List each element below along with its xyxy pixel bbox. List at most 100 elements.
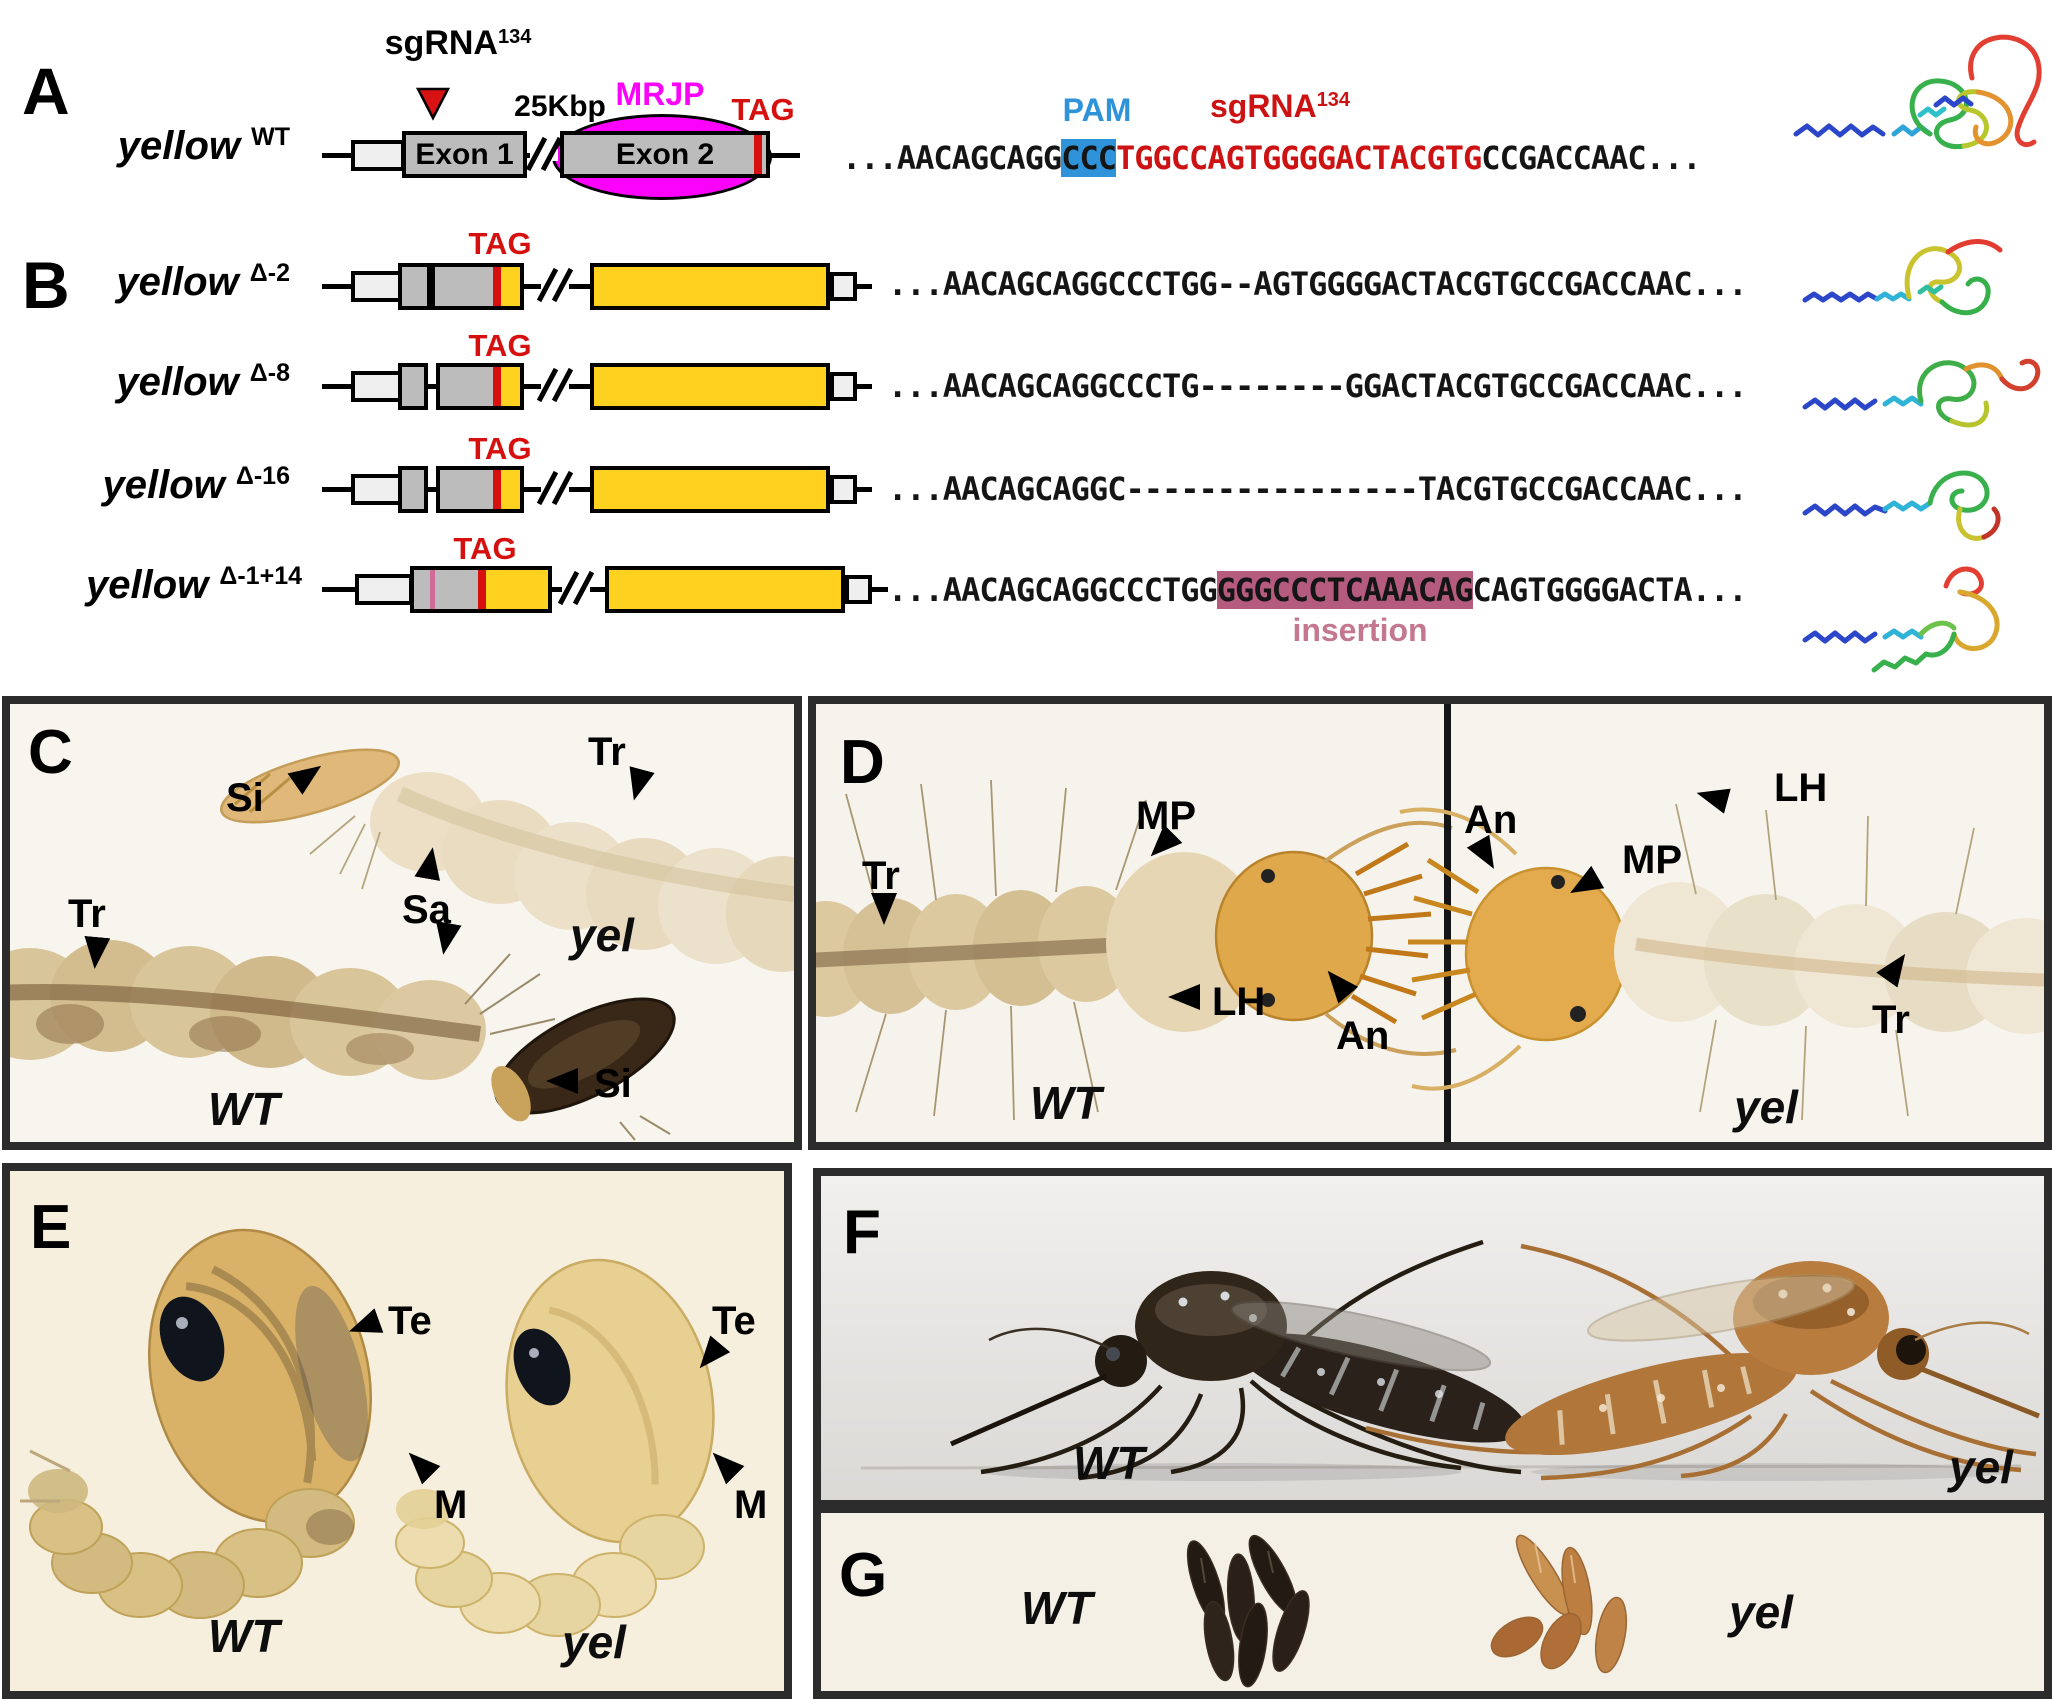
eggs-illustration <box>821 1513 2044 1691</box>
sequence-d2: ...AACAGCAGGCCCTGG--AGTGGGGACTACGTGCCGAC… <box>888 265 1747 303</box>
sequence-d16: ...AACAGCAGGC----------------TACGTGCCGAC… <box>888 470 1747 508</box>
label-si-upper: Si <box>226 776 264 820</box>
tag-label-d2: TAG <box>468 226 532 261</box>
sgrna-marker-sup: 134 <box>497 26 532 48</box>
exon1-box: Exon 1 <box>402 131 527 178</box>
panel-g-letter: G <box>839 1541 888 1610</box>
utr5-box-d2 <box>351 271 405 302</box>
larva-siphon-illustration <box>10 704 794 1142</box>
gene-label-wt-base: yellow <box>117 124 240 168</box>
intron-length-label: 25Kbp <box>514 90 606 123</box>
label-tr-lower: Tr <box>68 892 106 936</box>
panel-f-letter: F <box>843 1198 881 1267</box>
utr3-box-d16 <box>830 475 857 504</box>
sequence-d8: ...AACAGCAGGCCCTG--------GGACTACGTGCCGAC… <box>888 367 1747 405</box>
label-an-wt: An <box>1336 1014 1390 1058</box>
sgrna-marker-base: sgRNA <box>384 24 498 62</box>
tag-label-d8: TAG <box>468 328 532 363</box>
frameshift-yellow-tail <box>501 470 520 509</box>
sgrna-seq-label: sgRNA134 <box>1180 90 1380 122</box>
insertion-site-line <box>430 570 435 609</box>
protein-structure-wt <box>1793 34 2042 150</box>
label-mp-yel: MP <box>1622 838 1682 882</box>
gene-label-d8: yellow Δ-8 <box>30 359 290 404</box>
seq-segment-plain: ...AACAGCAGGCCCTG--------GGACTACGTGCCGAC… <box>888 367 1747 405</box>
frameshift-yellow-tail <box>486 570 548 609</box>
seq-segment-plain: ...AACAGCAGGCCCTGG <box>888 571 1218 609</box>
label-lh-wt: LH <box>1212 980 1266 1024</box>
panel-f-photo: F WT yel <box>813 1168 2052 1508</box>
sequence-wt: ...AACAGCAGGCCCTGGCCAGTGGGGACTACGTGCCGAC… <box>842 139 1701 177</box>
protein-structure-d1p14 <box>1802 566 2000 673</box>
tag-stop-stripe <box>754 135 762 174</box>
sequence-d1p14: ...AACAGCAGGCCCTGGGGGCCCTCAAACAGCAGTGGGG… <box>888 571 1748 609</box>
sgrna-seq-base: sgRNA <box>1209 88 1317 124</box>
gene-label-d8-sup: Δ-8 <box>249 359 290 387</box>
sgrna-marker-label: sgRNA134 <box>368 26 548 60</box>
larva-head-illustration <box>816 704 2044 1142</box>
seq-segment-plain: ...AACAGCAGG <box>842 139 1062 177</box>
gene-label-wt: yellow WT <box>30 124 290 168</box>
adult-mosquitoes-illustration <box>821 1176 2044 1500</box>
tag-stop-stripe <box>493 367 501 406</box>
seq-segment-plain: ...AACAGCAGGCCCTGG--AGTGGGGACTACGTGCCGAC… <box>888 265 1747 303</box>
panel-c-letter: C <box>28 718 73 787</box>
seq-segment-sgrna: TGGCCAGTGGGGACTACGTG <box>1115 139 1482 177</box>
seq-segment-plain: ...AACAGCAGGC----------------TACGTGCCGAC… <box>888 470 1747 508</box>
seq-segment-plain: CCGACCAAC... <box>1481 139 1701 177</box>
label-lh-yel: LH <box>1774 766 1828 810</box>
pupae-illustration <box>10 1171 784 1691</box>
gene-label-d1p14-sup: Δ-1+14 <box>219 562 302 590</box>
genotype-label-wt-d: WT <box>1030 1077 1102 1129</box>
genotype-label-wt-f: WT <box>1073 1437 1145 1489</box>
panel-e-letter: E <box>30 1193 72 1262</box>
label-si-lower: Si <box>594 1062 632 1106</box>
protein-structure-d2 <box>1802 239 2003 316</box>
gene-label-d2-sup: Δ-2 <box>249 259 290 287</box>
panel-g-photo: G WT yel <box>813 1505 2052 1699</box>
genotype-label-yel-c: yel <box>570 909 634 961</box>
utr5-box-d8 <box>351 371 405 402</box>
label-tr-wt: Tr <box>862 854 900 898</box>
tag-stop-stripe <box>493 267 501 306</box>
utr5-box-d16 <box>351 474 405 505</box>
utr3-box-d2 <box>830 272 857 301</box>
panel-e-photo: E Te M Te M WT yel <box>2 1163 792 1699</box>
genotype-label-wt-e: WT <box>208 1610 280 1662</box>
panel-d-photo: D Tr MP LH An WT An LH MP Tr yel <box>808 696 2052 1150</box>
exon1-right-box-d8 <box>436 363 524 410</box>
tag-label-wt: TAG <box>731 92 795 127</box>
gene-label-d8-base: yellow <box>116 360 239 404</box>
gene-label-d2-base: yellow <box>116 260 239 304</box>
seq-segment-insert: GGGCCCTCAAACAG <box>1216 571 1473 609</box>
genotype-label-yel-e: yel <box>562 1616 626 1668</box>
exon1-label: Exon 1 <box>415 137 514 171</box>
exon1-box-d1p14 <box>410 566 552 613</box>
utr5-box-d1p14 <box>355 574 413 605</box>
exon1-left-box-d16 <box>398 466 428 513</box>
tag-stop-stripe <box>493 470 501 509</box>
genotype-label-yel-f: yel <box>1949 1441 2013 1493</box>
panel-a-letter: A <box>22 54 70 128</box>
sgrna-seq-sup: 134 <box>1316 89 1351 111</box>
label-te-wt: Te <box>388 1299 432 1343</box>
genotype-label-yel-d: yel <box>1734 1081 1798 1133</box>
utr3-box-d1p14 <box>845 575 872 604</box>
mrjp-label: MRJP <box>615 76 705 112</box>
seq-segment-plain: CAGTGGGGACTA... <box>1472 571 1748 609</box>
panel-c-photo: C Si Tr Sa yel Tr WT Si <box>2 696 802 1150</box>
gene-label-d16-sup: Δ-16 <box>235 462 290 490</box>
tag-stop-stripe <box>478 570 486 609</box>
genotype-label-wt-g: WT <box>1021 1582 1093 1634</box>
frameshift-yellow-tail <box>501 267 520 306</box>
frameshift-yellow-tail <box>501 367 520 406</box>
pam-label: PAM <box>1062 92 1132 128</box>
panel-b-letter: B <box>22 248 70 322</box>
gene-label-d16: yellow Δ-16 <box>30 462 291 506</box>
exon2-box-d8 <box>590 363 830 410</box>
label-m-yel: M <box>734 1483 768 1527</box>
label-tr-upper: Tr <box>588 730 626 774</box>
sgrna-cut-site-triangle-icon <box>415 87 451 121</box>
exon2-box-d1p14 <box>605 566 845 613</box>
